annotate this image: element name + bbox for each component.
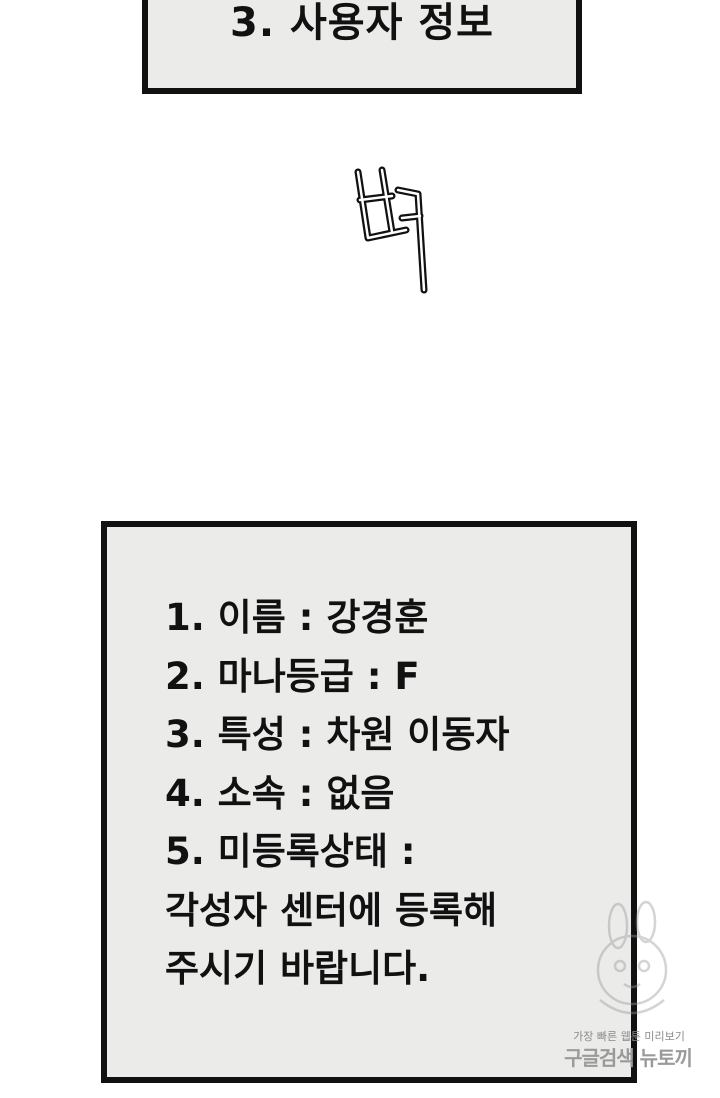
watermark-tagline: 가장 빠른 웹툰 미리보기 [573, 1030, 685, 1043]
sound-effect: 삑 [354, 166, 428, 294]
info-line-name: 1. 이름 : 강경훈 [165, 596, 429, 639]
watermark-brand: 구글검색 뉴토끼 [564, 1046, 693, 1070]
info-line-status-detail-1: 각성자 센터에 등록해 [165, 888, 498, 932]
info-panel: 1. 이름 : 강경훈 2. 마나등급 : F 3. 특성 : 차원 이동자 4… [101, 521, 637, 1083]
info-line-mana-grade: 2. 마나등급 : F [165, 654, 420, 698]
info-line-trait: 3. 특성 : 차원 이동자 [165, 713, 510, 756]
info-line-affiliation: 4. 소속 : 없음 [165, 771, 395, 815]
header-panel: 3. 사용자 정보 [142, 0, 582, 94]
rabbit-mascot-icon [596, 900, 668, 1015]
watermark: 가장 빠른 웹툰 미리보기 구글검색 뉴토끼 [540, 900, 716, 1080]
info-line-status-detail-2: 주시기 바랍니다. [165, 947, 431, 990]
header-title: 3. 사용자 정보 [230, 0, 494, 46]
info-line-status: 5. 미등록상태 : [165, 830, 416, 873]
info-lines: 1. 이름 : 강경훈 2. 마나등급 : F 3. 특성 : 차원 이동자 4… [165, 589, 509, 999]
